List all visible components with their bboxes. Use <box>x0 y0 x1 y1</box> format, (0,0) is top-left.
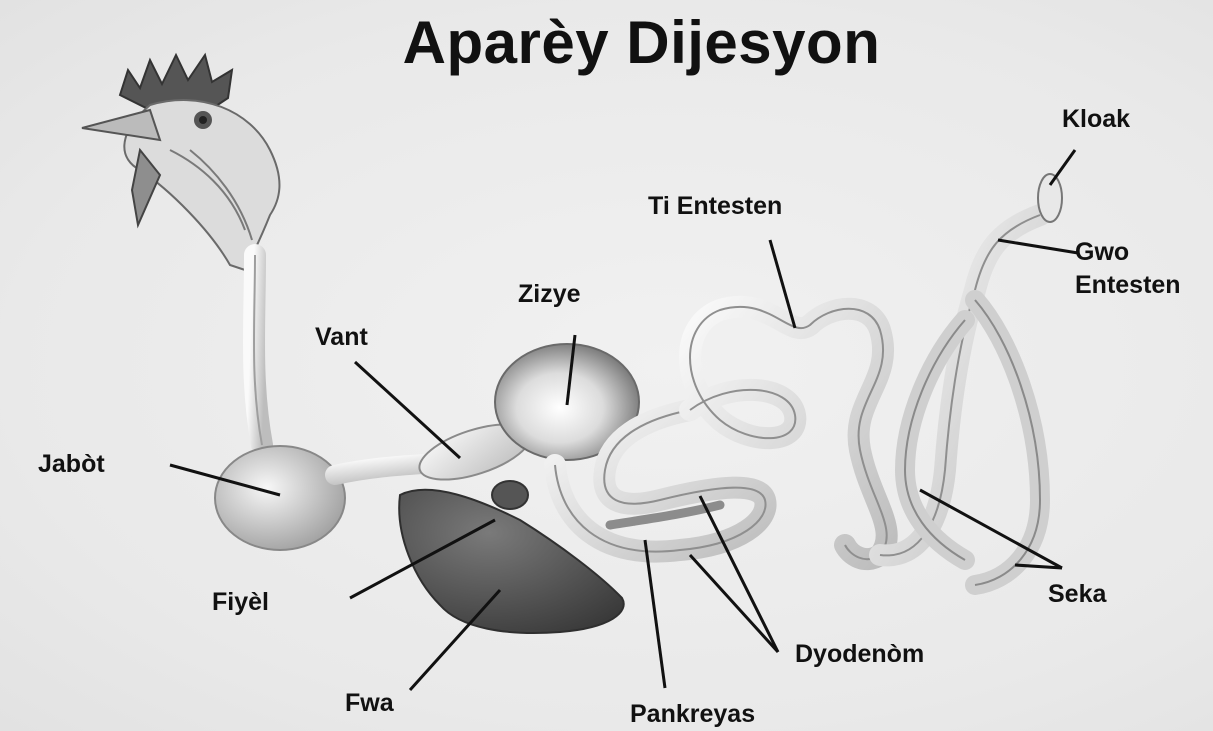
page-title: Aparèy Dijesyon <box>0 8 1213 77</box>
label-gwo-entesten-line1: Gwo <box>1075 238 1129 267</box>
label-jabot: Jabòt <box>38 450 105 479</box>
label-seka: Seka <box>1048 580 1106 609</box>
label-fwa: Fwa <box>345 689 394 718</box>
chicken-head <box>82 55 279 270</box>
label-gwo-entesten-line2: Entesten <box>1075 271 1181 300</box>
label-kloak: Kloak <box>1062 105 1130 134</box>
label-zizye: Zizye <box>518 280 581 309</box>
label-dyodenom: Dyodenòm <box>795 640 924 669</box>
label-pankreyas: Pankreyas <box>630 700 755 729</box>
label-ti-entesten: Ti Entesten <box>648 192 782 221</box>
label-vant: Vant <box>315 323 368 352</box>
label-fiyel: Fiyèl <box>212 588 269 617</box>
